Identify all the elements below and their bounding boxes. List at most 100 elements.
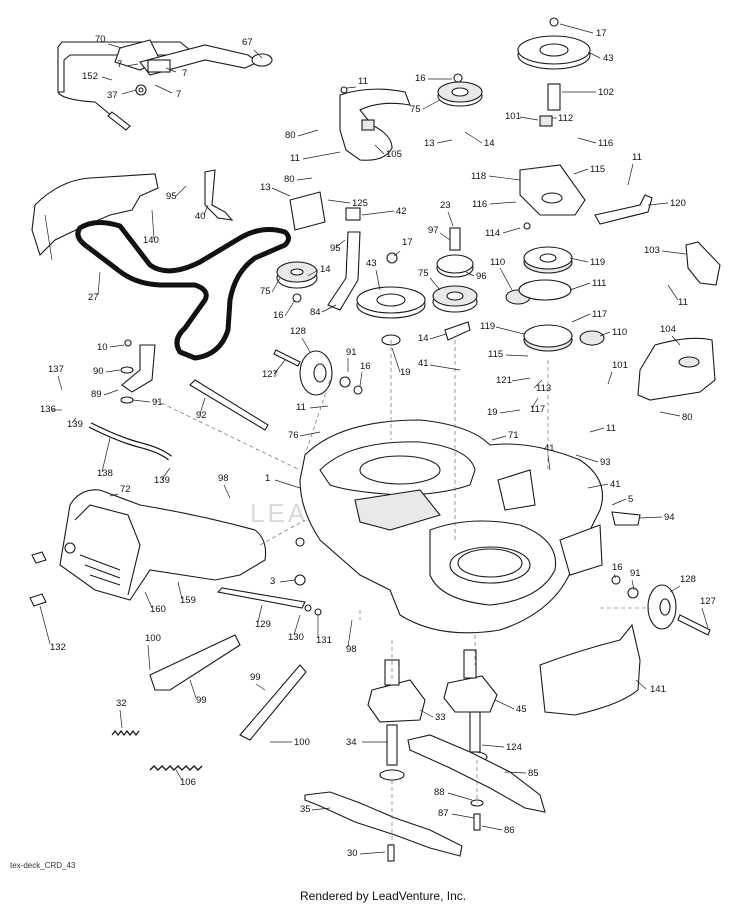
callout-141: 141 bbox=[650, 684, 666, 695]
leader-line bbox=[302, 151, 341, 160]
callout-70: 70 bbox=[95, 34, 106, 45]
leader-line bbox=[147, 644, 151, 671]
callout-35: 35 bbox=[300, 804, 311, 815]
spring-part-32 bbox=[111, 730, 140, 736]
leader-line bbox=[647, 202, 669, 206]
leader-line bbox=[489, 201, 517, 205]
callout-11: 11 bbox=[358, 76, 368, 87]
leader-line bbox=[391, 347, 401, 373]
callout-93: 93 bbox=[600, 457, 611, 468]
callout-91: 91 bbox=[152, 397, 163, 408]
leader-line bbox=[57, 375, 63, 391]
leader-line bbox=[107, 43, 123, 49]
leader-line bbox=[165, 67, 177, 73]
leader-line bbox=[293, 614, 301, 636]
leader-line bbox=[439, 232, 451, 241]
callout-124: 124 bbox=[506, 742, 522, 753]
callout-76: 76 bbox=[288, 430, 299, 441]
callout-17: 17 bbox=[402, 237, 413, 248]
callout-71: 71 bbox=[508, 430, 519, 441]
gear-train bbox=[505, 222, 605, 352]
leader-line bbox=[635, 679, 647, 690]
leader-line bbox=[97, 271, 101, 296]
callout-33: 33 bbox=[435, 712, 446, 723]
callout-138: 138 bbox=[97, 468, 113, 479]
leader-line bbox=[447, 211, 454, 227]
callout-103: 103 bbox=[644, 245, 660, 256]
leader-line bbox=[284, 299, 296, 317]
leader-line bbox=[327, 199, 351, 204]
callout-14: 14 bbox=[484, 138, 495, 149]
leader-line bbox=[631, 579, 635, 591]
callout-87: 87 bbox=[438, 808, 449, 819]
leader-line bbox=[531, 397, 539, 409]
leader-line bbox=[121, 89, 137, 95]
mower-deck-part-1 bbox=[299, 419, 604, 634]
callout-120: 120 bbox=[670, 198, 686, 209]
callout-75: 75 bbox=[418, 268, 429, 279]
callout-115: 115 bbox=[590, 164, 605, 175]
callout-95: 95 bbox=[166, 191, 177, 202]
hose-part-138-inner bbox=[89, 423, 172, 460]
callout-13: 13 bbox=[260, 182, 271, 193]
leader-line bbox=[253, 49, 263, 59]
leader-line bbox=[488, 175, 521, 181]
leader-line bbox=[161, 467, 171, 480]
callout-131: 131 bbox=[316, 635, 332, 646]
leader-line bbox=[499, 267, 513, 291]
idler-pulley-part-75-left bbox=[276, 261, 318, 303]
idler-bracket-part-105 bbox=[339, 86, 411, 161]
spring-part-106 bbox=[149, 765, 203, 771]
drawing-code-text: tex-deck_CRD_43 bbox=[10, 861, 76, 870]
leader-line bbox=[311, 807, 331, 811]
leader-line bbox=[575, 454, 599, 463]
leader-line bbox=[502, 227, 521, 234]
blade-part-35 bbox=[304, 791, 463, 857]
leader-line bbox=[154, 84, 173, 94]
callout-96: 96 bbox=[476, 271, 487, 282]
leader-line bbox=[301, 337, 311, 353]
callout-95: 95 bbox=[330, 243, 341, 254]
callout-89: 89 bbox=[91, 389, 102, 400]
callout-13: 13 bbox=[424, 138, 435, 149]
callout-160: 160 bbox=[150, 604, 166, 615]
callout-32: 32 bbox=[116, 698, 127, 709]
leader-line bbox=[577, 137, 597, 144]
leader-line bbox=[199, 397, 206, 415]
callout-14: 14 bbox=[418, 333, 429, 344]
callout-19: 19 bbox=[487, 407, 498, 418]
callout-111: 111 bbox=[592, 278, 606, 289]
callout-97: 97 bbox=[428, 225, 439, 236]
callout-119: 119 bbox=[480, 321, 495, 332]
callout-11: 11 bbox=[606, 423, 616, 434]
leader-line bbox=[255, 683, 266, 691]
callout-128: 128 bbox=[680, 574, 696, 585]
arm-part-84 bbox=[327, 231, 361, 311]
discharge-chute-part-72 bbox=[59, 489, 267, 601]
callout-67: 67 bbox=[242, 37, 253, 48]
leader-line bbox=[464, 131, 483, 144]
callout-72: 72 bbox=[120, 484, 131, 495]
leader-line bbox=[669, 585, 681, 593]
callout-127: 127 bbox=[700, 596, 716, 607]
leader-line bbox=[519, 116, 539, 121]
bracket-part-89 bbox=[120, 339, 156, 404]
wing-nut-part-132 bbox=[29, 551, 47, 607]
gauge-wheel-part-128-left bbox=[273, 349, 363, 396]
callout-139: 139 bbox=[154, 475, 170, 486]
callout-91: 91 bbox=[346, 347, 357, 358]
callout-128: 128 bbox=[290, 326, 306, 337]
leader-line bbox=[559, 23, 594, 34]
callout-129: 129 bbox=[255, 619, 271, 630]
callout-34: 34 bbox=[346, 737, 357, 748]
leader-line bbox=[494, 699, 515, 710]
shield-part-141 bbox=[539, 623, 641, 716]
callout-85: 85 bbox=[528, 768, 539, 779]
callout-30: 30 bbox=[347, 848, 358, 859]
leader-line bbox=[447, 792, 473, 801]
leader-line bbox=[101, 437, 111, 473]
leader-line bbox=[547, 454, 551, 471]
callout-11: 11 bbox=[632, 152, 642, 163]
leader-line bbox=[361, 210, 395, 216]
leader-line bbox=[132, 399, 151, 403]
